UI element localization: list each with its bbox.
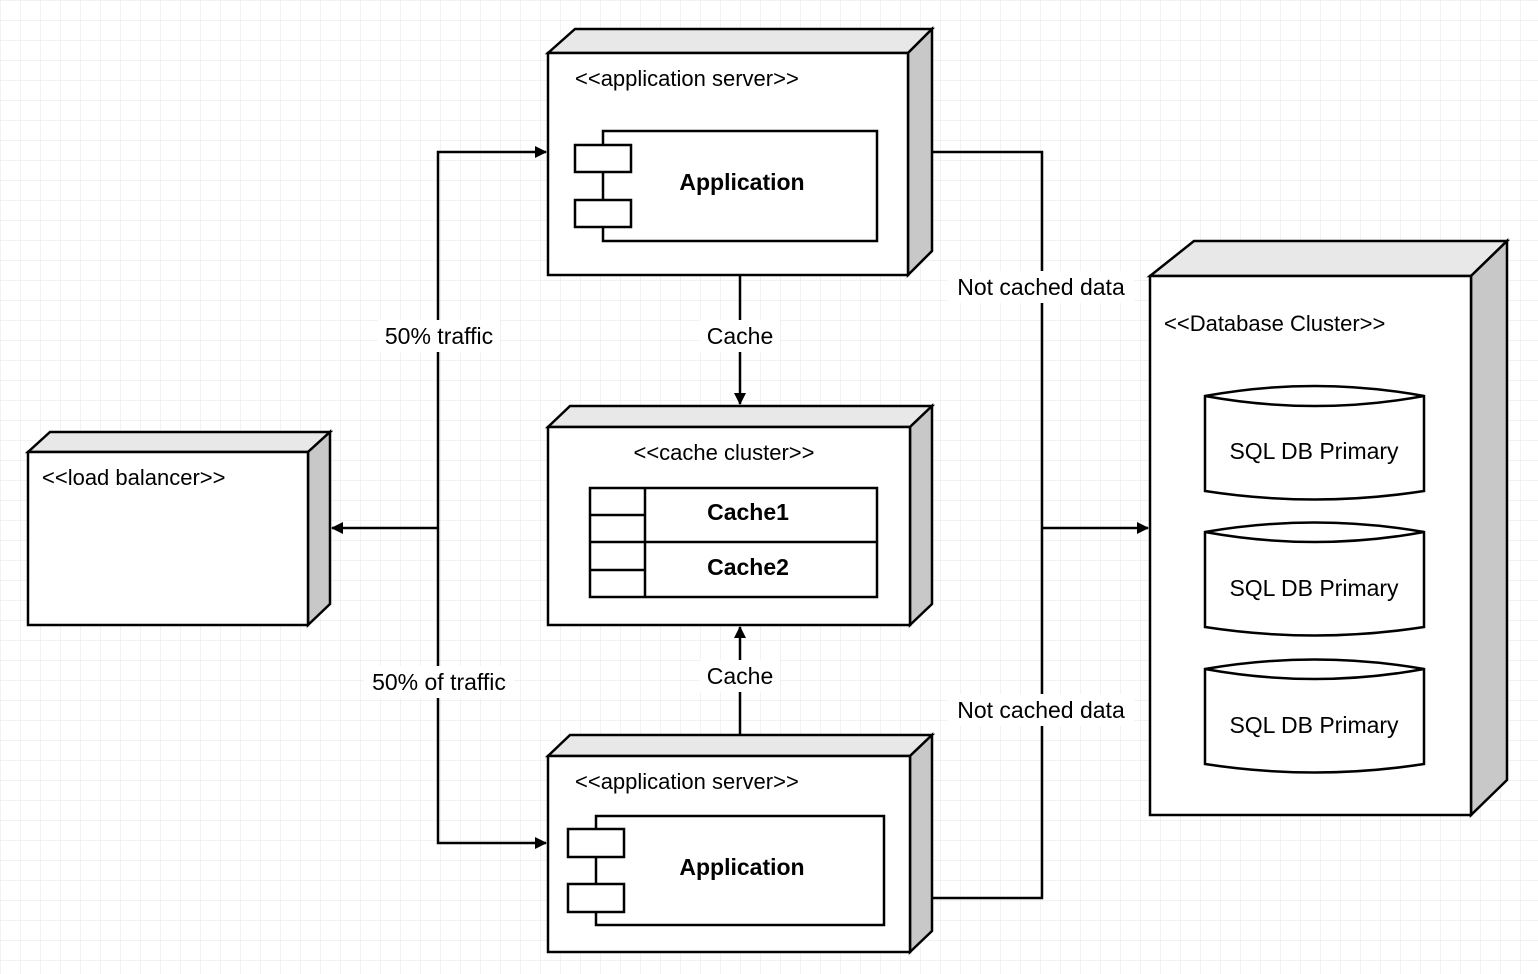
not-cached-bottom-label: Not cached data	[957, 697, 1125, 723]
cache2-label: Cache2	[707, 554, 789, 580]
database-label-1: SQL DB Primary	[1229, 438, 1399, 464]
database-cylinder-2[interactable]: SQL DB Primary	[1203, 521, 1426, 637]
component-port-icon	[573, 198, 633, 229]
connector-traffic-top[interactable]	[436, 146, 547, 528]
application-label-bottom: Application	[679, 854, 804, 880]
load-balancer-stereotype: <<load balancer>>	[42, 465, 226, 490]
edge-labels: 50% traffic 50% of traffic Cache Cache N…	[364, 271, 1134, 726]
cache-cluster-node[interactable]: <<cache cluster>> Cache1 Cache2	[544, 403, 936, 628]
database-label-2: SQL DB Primary	[1229, 575, 1399, 601]
cache-top-label: Cache	[707, 323, 773, 349]
not-cached-top-label: Not cached data	[957, 274, 1125, 300]
app-server-top-node[interactable]: <<application server>> Application	[544, 25, 936, 279]
database-cluster-stereotype: <<Database Cluster>>	[1164, 311, 1385, 336]
database-cylinder-1[interactable]: SQL DB Primary	[1203, 384, 1426, 501]
cache-table: Cache1 Cache2	[588, 486, 879, 599]
cache-cluster-stereotype: <<cache cluster>>	[633, 440, 814, 465]
traffic-bottom-label: 50% of traffic	[372, 669, 506, 695]
app-server-bottom-node[interactable]: <<application server>> Application	[544, 732, 936, 955]
connectors	[331, 146, 1149, 900]
database-label-3: SQL DB Primary	[1229, 712, 1399, 738]
cache-bottom-label: Cache	[707, 663, 773, 689]
application-component-top[interactable]: Application	[573, 129, 879, 243]
component-port-icon	[566, 827, 626, 859]
application-label-top: Application	[679, 169, 804, 195]
component-port-icon	[573, 143, 633, 174]
connector-not-cached-bottom[interactable]	[932, 528, 1044, 900]
load-balancer-node[interactable]: <<load balancer>>	[24, 429, 334, 628]
connector-traffic-bottom[interactable]	[436, 528, 547, 849]
app-server-top-stereotype: <<application server>>	[575, 66, 799, 91]
cache1-label: Cache1	[707, 499, 789, 525]
connector-not-cached-top[interactable]	[932, 150, 1044, 528]
application-component-bottom[interactable]: Application	[566, 814, 886, 927]
component-port-icon	[566, 882, 626, 914]
app-server-bottom-stereotype: <<application server>>	[575, 769, 799, 794]
database-cylinder-3[interactable]: SQL DB Primary	[1203, 658, 1426, 774]
traffic-top-label: 50% traffic	[385, 323, 493, 349]
database-cluster-node[interactable]: <<Database Cluster>> SQL DB Primary SQL …	[1146, 238, 1511, 818]
